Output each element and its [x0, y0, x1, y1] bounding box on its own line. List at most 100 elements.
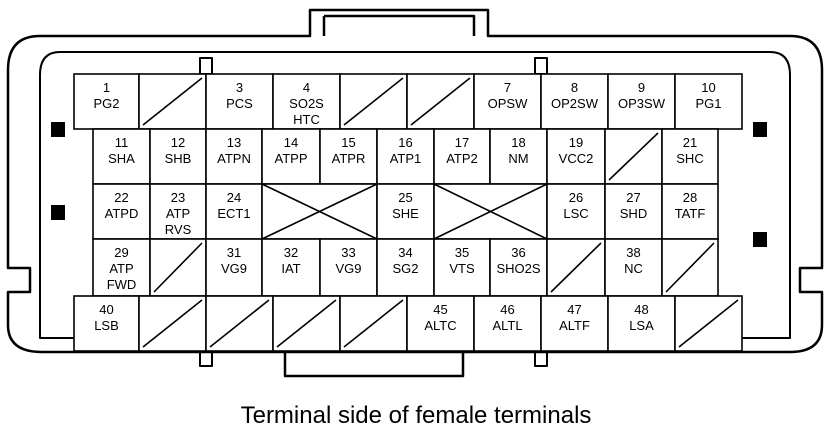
- terminal-number: 31: [227, 245, 241, 260]
- blank-cross: [261, 183, 378, 240]
- terminal-name: ATPN: [217, 151, 251, 166]
- terminal-name: SHC: [676, 151, 703, 166]
- terminal-name: SG2: [392, 261, 418, 276]
- blank-slash: [665, 242, 715, 293]
- terminal-name-line2: FWD: [107, 277, 137, 292]
- terminal-name: OP3SW: [618, 96, 666, 111]
- terminal-number: 10: [701, 80, 715, 95]
- terminal-number: 40: [99, 302, 113, 317]
- terminal-number: 48: [634, 302, 648, 317]
- terminal-name: ATP: [109, 261, 133, 276]
- terminal-name-line2: HTC: [293, 112, 320, 127]
- terminal-blank: [138, 295, 207, 352]
- terminal-name: OP2SW: [551, 96, 599, 111]
- terminal-name: ALTL: [492, 318, 522, 333]
- terminal-cell: [661, 128, 719, 185]
- terminal-name: SHD: [620, 206, 647, 221]
- blank-slash: [142, 77, 203, 126]
- side-key: [51, 122, 65, 137]
- terminal-number: 3: [236, 80, 243, 95]
- terminal-number: 25: [398, 190, 412, 205]
- terminal-number: 14: [284, 135, 298, 150]
- terminal-number: 1: [103, 80, 110, 95]
- terminal-number: 47: [567, 302, 581, 317]
- terminal-number: 12: [171, 135, 185, 150]
- terminal-number: 21: [683, 135, 697, 150]
- terminal-blank: [661, 238, 719, 297]
- blank-slash: [142, 299, 203, 348]
- terminal-name: ECT1: [217, 206, 250, 221]
- terminal-blank: [205, 295, 274, 352]
- terminal-number: 28: [683, 190, 697, 205]
- terminal-name: SHA: [108, 151, 135, 166]
- terminal-name: ATPR: [332, 151, 366, 166]
- side-key: [753, 122, 767, 137]
- terminal-number: 4: [303, 80, 310, 95]
- terminal-number: 32: [284, 245, 298, 260]
- terminal-number: 26: [569, 190, 583, 205]
- terminal-blank: [272, 295, 341, 352]
- terminal-blank: [406, 73, 475, 130]
- terminal-blank: [546, 238, 606, 297]
- terminal-name: TATF: [675, 206, 706, 221]
- terminal-number: 46: [500, 302, 514, 317]
- terminal-name: ATP2: [446, 151, 478, 166]
- terminal-name: LSA: [629, 318, 654, 333]
- terminal-number: 16: [398, 135, 412, 150]
- terminal-number: 36: [511, 245, 525, 260]
- terminal-cell: [489, 128, 548, 185]
- terminal-blank: [339, 73, 408, 130]
- terminal-number: 15: [341, 135, 355, 150]
- terminal-cross-blank: [433, 183, 548, 240]
- terminal-name: PG2: [93, 96, 119, 111]
- terminal-cell: [674, 73, 743, 130]
- terminal-cell: [406, 295, 475, 352]
- terminal-name: LSC: [563, 206, 588, 221]
- terminal-cell: [92, 128, 151, 185]
- key-tab: [534, 57, 548, 75]
- terminal-number: 33: [341, 245, 355, 260]
- terminal-name: OPSW: [488, 96, 528, 111]
- terminal-name: SO2S: [289, 96, 324, 111]
- terminal-name-line2: RVS: [165, 222, 192, 237]
- terminal-number: 23: [171, 190, 185, 205]
- housing-outer: [6, 8, 824, 354]
- terminal-cell: [604, 238, 663, 297]
- terminal-name: ALTC: [424, 318, 456, 333]
- terminal-name: PCS: [226, 96, 253, 111]
- terminal-name: ATPD: [105, 206, 139, 221]
- terminal-number: 35: [455, 245, 469, 260]
- blank-slash: [410, 77, 471, 126]
- terminal-cell: [433, 128, 491, 185]
- connector-outline: 1PG23PCS4SO2SHTC7OPSW8OP2SW9OP3SW10PG111…: [6, 8, 824, 378]
- side-key: [753, 232, 767, 247]
- terminal-cell: [607, 295, 676, 352]
- blank-slash: [276, 299, 337, 348]
- terminal-name: SHB: [165, 151, 192, 166]
